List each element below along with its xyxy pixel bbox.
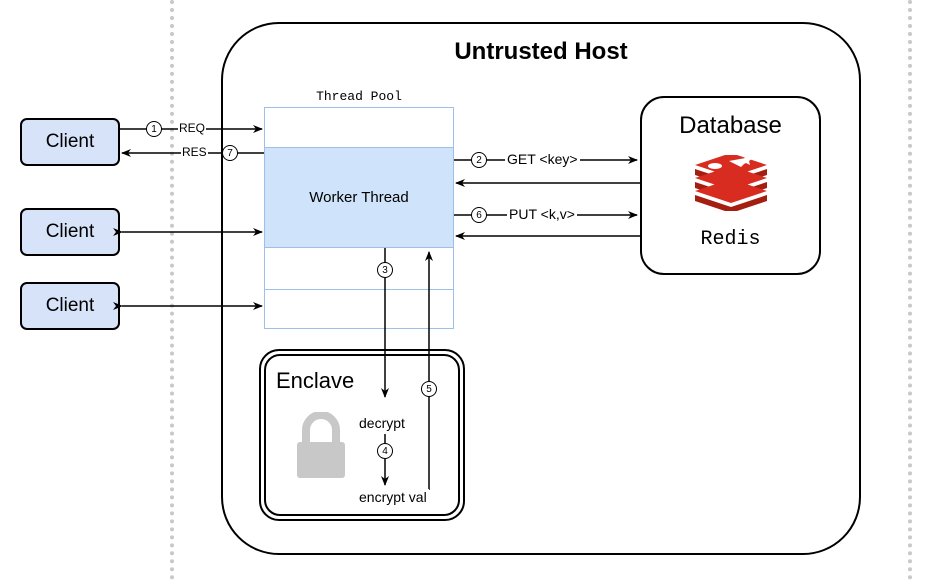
untrusted-host-title: Untrusted Host [454,38,628,65]
encrypt-val-label: encrypt val [357,489,429,505]
left-separator-line [170,0,174,580]
decrypt-label: decrypt [357,415,407,431]
enclave-title: Enclave [276,368,355,393]
worker-thread: Worker Thread [264,147,454,248]
get-label: GET <key> [505,151,580,167]
right-separator-line [908,0,912,580]
step-marker-4: 4 [377,443,393,459]
step-marker-7: 7 [222,145,238,161]
client-node-3: Client [20,282,120,330]
thread-pool-title: Thread Pool [316,89,402,104]
database-title: Database [679,112,782,139]
padlock-icon [297,412,345,478]
step-marker-1: 1 [146,121,162,137]
step-marker-2: 2 [471,152,487,168]
thread-pool-row-divider [264,289,454,290]
step-marker-3: 3 [377,262,393,278]
req-label: REQ [178,121,207,135]
step-marker-5: 5 [421,381,437,397]
client-node-1: Client [20,118,120,166]
step-marker-6: 6 [471,207,487,223]
redis-logo-icon [695,155,767,211]
put-label: PUT <k,v> [507,206,577,222]
res-label: RES [181,145,208,159]
redis-label: Redis [700,228,761,251]
